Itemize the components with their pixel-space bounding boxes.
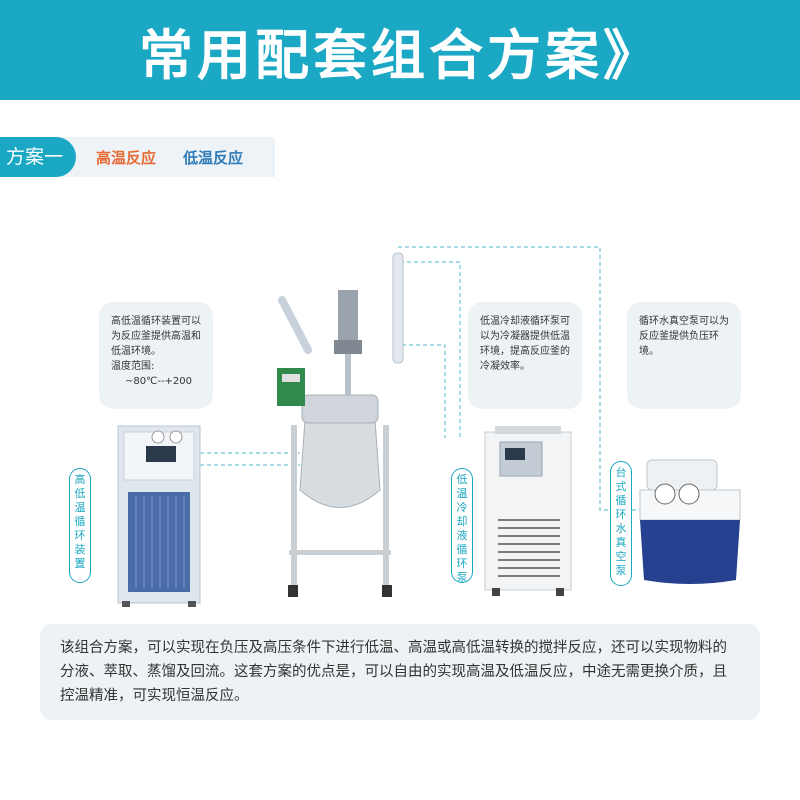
page-title: 常用配套组合方案》 — [139, 23, 661, 87]
scheme-tag: 方案一 — [0, 137, 76, 177]
glass-reactor — [277, 252, 404, 597]
high-low-temp-unit — [117, 425, 201, 607]
callout-text: 循环水真空泵可以为反应釜提供负压环境。 — [639, 316, 729, 357]
description-box: 该组合方案，可以实现在负压及高压条件下进行低温、高温或高低温转换的搅拌反应，还可… — [40, 624, 760, 720]
callout-chiller: 低温冷却液循环泵可以为冷凝器提供低温环境，提高反应釜的冷凝效率。 — [468, 302, 582, 409]
callout-text: 低温冷却液循环泵可以为冷凝器提供低温环境，提高反应釜的冷凝效率。 — [480, 316, 570, 372]
callout-text: 高低温循环装置可以为反应釜提供高温和低温环境。 — [111, 316, 201, 357]
callout-high-low-unit: 高低温循环装置可以为反应釜提供高温和低温环境。 温度范围: ~80℃--+200 — [99, 302, 213, 409]
label-high-low-unit: 高低温循环装置 — [69, 468, 91, 583]
description-text: 该组合方案，可以实现在负压及高压条件下进行低温、高温或高低温转换的搅拌反应，还可… — [60, 640, 727, 704]
chiller-unit — [484, 426, 572, 596]
vacuum-pump-unit — [639, 459, 741, 584]
callout-range-value: ~80℃--+200 — [125, 376, 193, 387]
callout-range-label: 温度范围: — [111, 361, 155, 372]
callout-vacuum-pump: 循环水真空泵可以为反应釜提供负压环境。 — [627, 302, 741, 409]
header-banner: 常用配套组合方案》 — [0, 0, 800, 100]
low-temp-label: 低温反应 — [183, 149, 244, 167]
label-vacuum-pump: 台式循环水真空泵 — [610, 461, 632, 586]
high-temp-label: 高温反应 — [96, 149, 157, 167]
label-chiller: 低温冷却液循环泵 — [451, 468, 473, 584]
